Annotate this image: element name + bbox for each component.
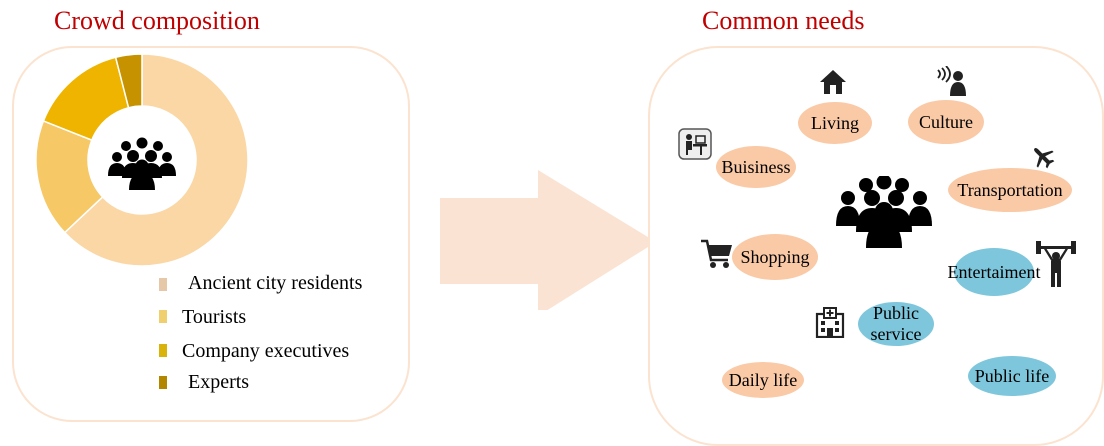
legend-label-tourists: Tourists: [182, 306, 247, 328]
legend-swatch-executives: [159, 344, 167, 357]
desk-worker-icon: [678, 128, 712, 160]
flow-arrow: [440, 170, 656, 310]
legend-label-executives: Company executives: [182, 340, 350, 362]
need-culture: Culture: [908, 100, 984, 144]
crowd-icon: [836, 176, 932, 248]
speaker-person-icon: [937, 66, 966, 96]
need-entertainment: Entertaiment: [948, 248, 1040, 296]
slice-experts: [114, 53, 143, 109]
slice-residents: [63, 53, 249, 267]
need-shopping: Shopping: [732, 234, 818, 280]
legend-swatch-tourists: [159, 310, 167, 323]
airplane-icon: [1034, 148, 1055, 169]
need-public-service: Public service: [858, 302, 934, 346]
legend-label-residents: Ancient city residents: [188, 272, 363, 294]
legend-swatch-experts: [159, 376, 167, 389]
hospital-icon: [815, 307, 845, 338]
common-needs-title: Common needs: [702, 6, 865, 35]
house-icon: [820, 70, 846, 94]
crowd-icon: [108, 137, 176, 190]
shopping-cart-icon: [701, 239, 732, 268]
need-living: Living: [798, 102, 872, 144]
legend-label-experts: Experts: [188, 371, 250, 393]
crowd-composition-title: Crowd composition: [54, 6, 260, 35]
need-business: Buisiness: [716, 146, 796, 188]
need-transportation: Transportation: [948, 168, 1072, 212]
weightlifter-icon: [1036, 241, 1076, 287]
need-public-life: Public life: [968, 356, 1056, 396]
crowd-donut-chart: [35, 53, 249, 267]
legend-swatch-residents: [159, 278, 167, 291]
need-daily-life: Daily life: [722, 362, 804, 398]
